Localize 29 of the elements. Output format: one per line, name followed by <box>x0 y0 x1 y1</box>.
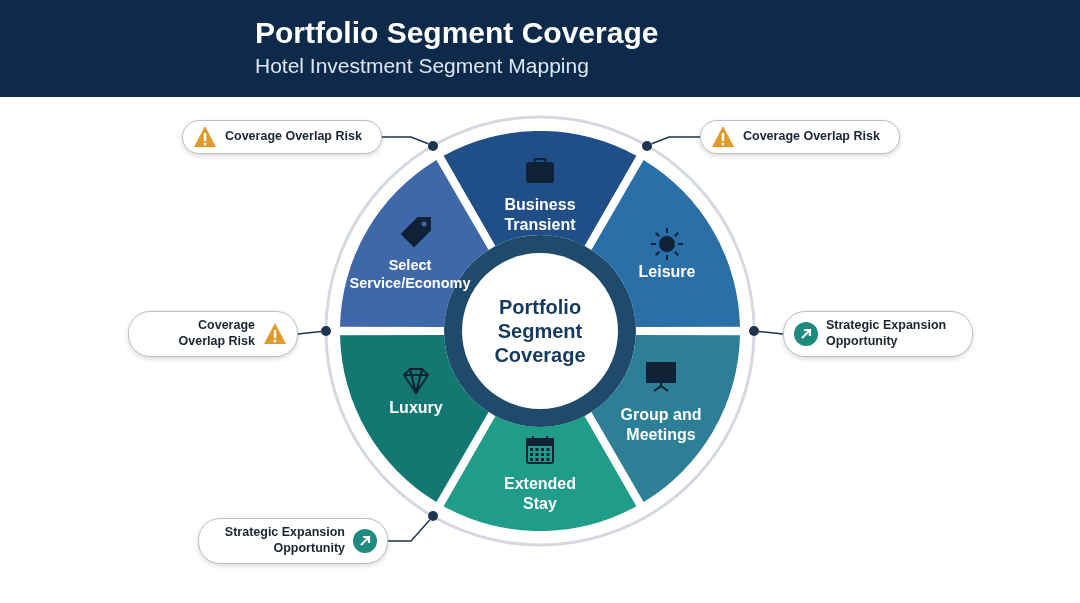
connector-dot <box>428 140 438 151</box>
callout-text: Coverage Overlap Risk <box>225 129 363 145</box>
subtitle: Hotel Investment Segment Mapping <box>255 54 589 78</box>
segment-label: Extended Stay <box>503 474 577 514</box>
callout-box <box>700 120 900 154</box>
segment-label: Luxury <box>388 398 444 418</box>
callout-box <box>783 311 973 357</box>
callout-text: Coverage Overlap Risk <box>743 129 881 145</box>
connector-dot <box>642 140 652 151</box>
connector-dot <box>428 511 438 522</box>
callout-text: Strategic Expansion Opportunity <box>826 318 948 350</box>
leader-line <box>297 330 322 335</box>
leader-line <box>758 330 784 335</box>
center-label: Portfolio Segment Coverage <box>493 295 587 367</box>
connector-dot <box>321 326 331 336</box>
title: Portfolio Segment Coverage <box>255 16 659 50</box>
connector-dot <box>749 326 759 336</box>
callout-text: Strategic Expansion Opportunity <box>223 525 345 557</box>
segment-label: Group and Meetings <box>619 405 703 445</box>
callout-box <box>182 120 382 154</box>
leader-line <box>387 519 431 542</box>
segment-label: Leisure <box>637 262 697 282</box>
segment-label: Business Transient <box>503 195 577 235</box>
callout-box <box>198 518 388 564</box>
segment-label: Select Service/Economy <box>348 256 472 293</box>
callout-text: Coverage Overlap Risk <box>177 318 255 350</box>
leader-line <box>650 136 701 145</box>
callout-box <box>128 311 298 357</box>
leader-line <box>381 136 430 145</box>
